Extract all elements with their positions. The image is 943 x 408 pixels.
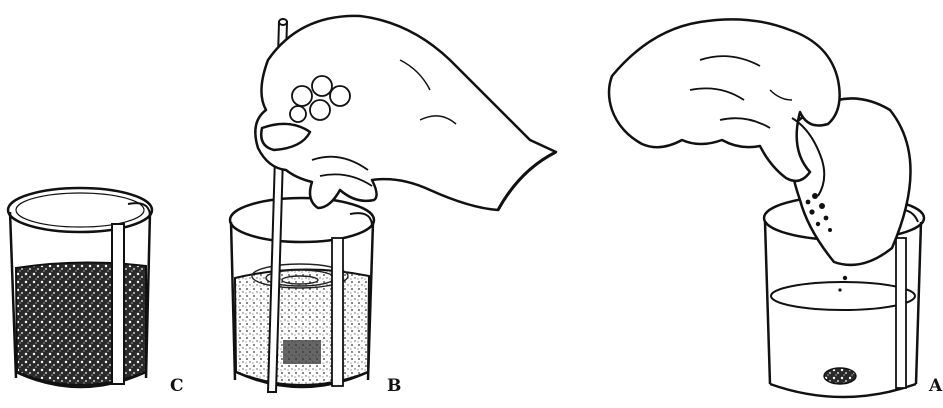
hand-b <box>255 16 556 210</box>
beaker-b <box>230 198 374 387</box>
beaker-a-solid-deposit <box>824 368 856 384</box>
beaker-a-highlight <box>896 238 906 388</box>
beaker-c-wall-left <box>10 212 16 378</box>
beaker-c-spout <box>128 203 150 214</box>
beaker-a-wall-right <box>916 222 921 384</box>
beaker-c <box>8 188 152 387</box>
beaker-a-wall-left <box>765 222 770 384</box>
beaker-b-spout <box>350 213 372 224</box>
beaker-b-suspension <box>235 269 369 385</box>
beaker-b-rim <box>230 198 374 242</box>
panel-label-c: C <box>170 376 184 396</box>
panel-label-a: A <box>929 376 942 396</box>
beaker-a-bottom <box>770 384 916 397</box>
beaker-a-water-surface <box>771 282 915 310</box>
panel-label-b: B <box>387 376 401 396</box>
beaker-c-highlight <box>112 224 124 384</box>
hand-a <box>609 19 840 196</box>
beaker-b-highlight <box>332 238 343 386</box>
beaker-b-sediment <box>283 340 321 364</box>
beaker-c-rim <box>8 188 152 232</box>
beaker-c-dark-mixture <box>16 262 146 385</box>
beaker-c-rim-inner <box>16 193 144 227</box>
